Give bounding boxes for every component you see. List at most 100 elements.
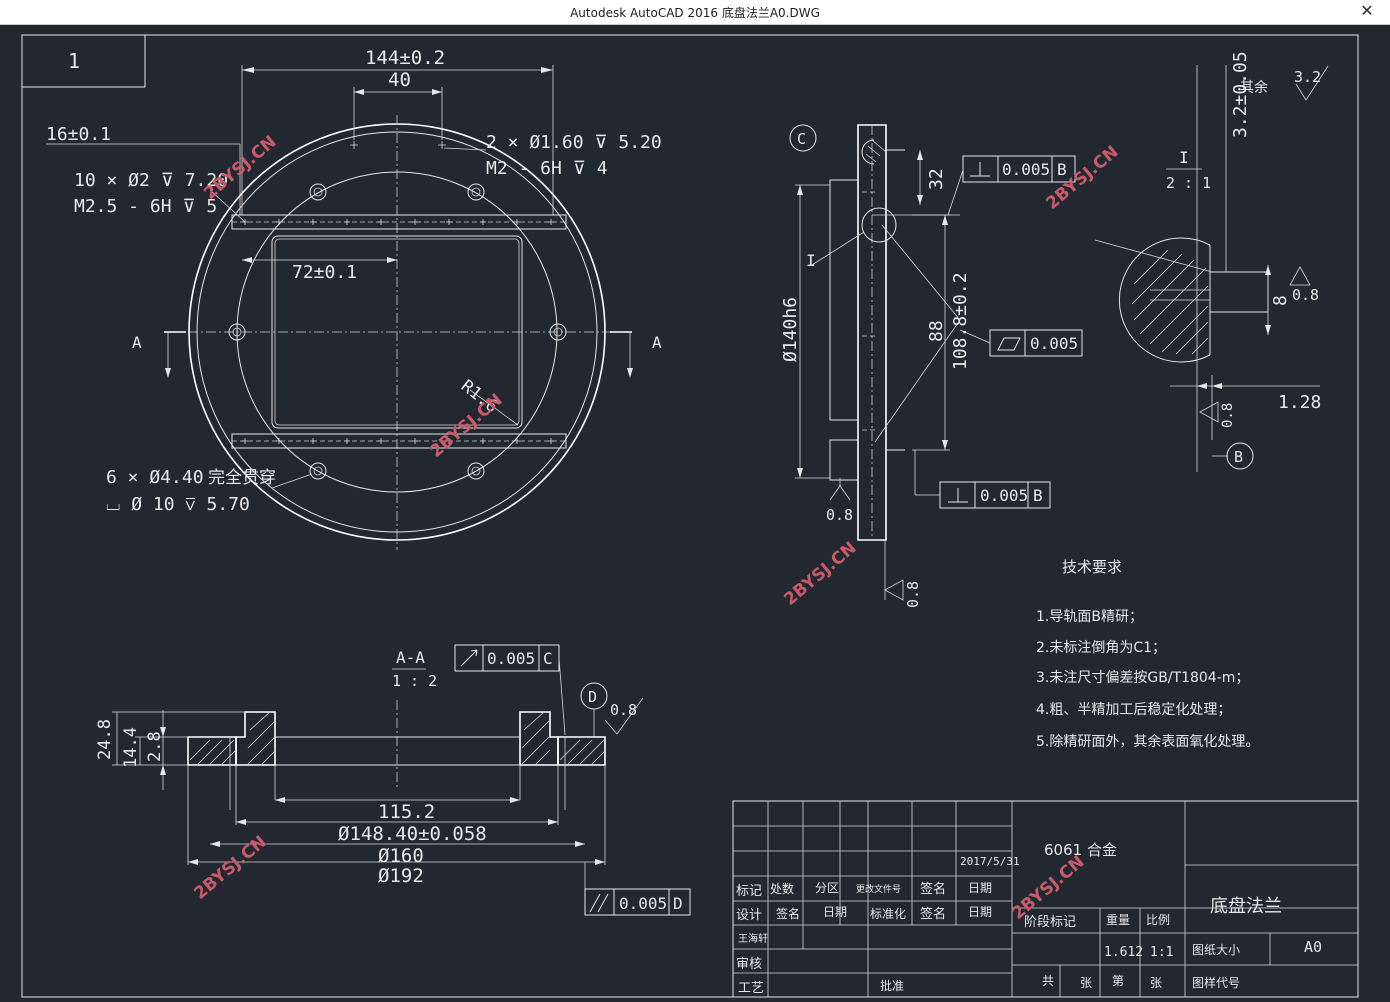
tol-perp-bottom-value: 0.005 [980, 486, 1028, 505]
tb-paper-h: 图纸大小 [1192, 943, 1240, 957]
dim-dia140: Ø140h6 [780, 297, 801, 362]
perpendicular-icon [970, 162, 990, 177]
detail-mark: I [806, 251, 816, 270]
watermark-logo: 2BYSJ.CN [190, 832, 270, 904]
dim-32: 32 [926, 168, 947, 190]
flatness-icon [997, 337, 1021, 351]
close-icon[interactable]: ✕ [1360, 1, 1374, 20]
tol-parallel-value: 0.005 [619, 894, 667, 913]
tb-weight: 1.612 [1104, 945, 1143, 960]
dim-160: Ø160 [378, 845, 424, 867]
sheet-number: 1 [68, 49, 80, 73]
rough-section: 0.8 [610, 701, 637, 719]
detail-scale: 2 : 1 [1166, 174, 1211, 192]
tb-standard: 标准化 [870, 907, 906, 921]
dim-115.2: 115.2 [378, 801, 435, 823]
tb-scale: 1:1 [1150, 945, 1173, 960]
note-holes-2-line2: M2 - 6H ⊽ 4 [486, 158, 608, 179]
roughness-icon [1295, 65, 1329, 101]
rough-side-2: 0.8 [904, 581, 922, 608]
section-hatch [189, 711, 605, 765]
watermark-logo: 2BYSJ.CN [780, 538, 860, 610]
dim-40: 40 [388, 69, 411, 91]
part-name: 底盘法兰 [1210, 896, 1282, 917]
watermark-logo: 2BYSJ.CN [1042, 142, 1122, 214]
tech-title: 技术要求 [1062, 558, 1122, 576]
runout-icon [460, 649, 478, 667]
datum-c: C [797, 130, 806, 148]
tb-scale-h: 比例 [1146, 913, 1170, 927]
tol-perp-bottom-datum: B [1033, 486, 1043, 505]
tol-perp-top-datum: B [1057, 160, 1067, 179]
material: 6061 合金 [1044, 841, 1117, 859]
note-holes-6-line1: 6 × Ø4.40 [106, 467, 204, 488]
sheet-border [21, 34, 1359, 998]
detail-hatch [1131, 249, 1209, 355]
datum-b: B [1234, 448, 1243, 466]
tech-item: 2.未标注倒角为C1； [1036, 640, 1166, 656]
tb-approve: 批准 [880, 978, 904, 993]
window-titlebar: Autodesk AutoCAD 2016 底盘法兰A0.DWG ✕ [0, 0, 1390, 25]
tol-parallel-datum: D [673, 894, 683, 913]
rough-detail-2: 0.8 [1220, 403, 1236, 428]
note-holes-10-line1: 10 × Ø2 ⊽ 7.20 [74, 170, 228, 191]
note-holes-6-through: 完全贯穿 [208, 468, 276, 488]
dim-144: 144±0.2 [365, 47, 445, 69]
watermarks: 2BYSJ.CN 2BYSJ.CN 2BYSJ.CN 2BYSJ.CN 2BYS… [190, 132, 1122, 924]
flange-body [857, 124, 887, 541]
tb-total: 共 [1042, 974, 1054, 988]
dim-192: Ø192 [378, 865, 424, 887]
tol-runout-value: 0.005 [487, 649, 535, 668]
perpendicular-icon [948, 488, 968, 503]
note-holes-2-line1: 2 × Ø1.60 ⊽ 5.20 [486, 132, 662, 153]
side-view: Ø140h6 C I 32 88 108.8±0.2 0.8 0.8 0.005 [780, 124, 1083, 608]
tb-sheet: 张 [1150, 976, 1162, 990]
tech-item: 1.导轨面B精研； [1036, 609, 1143, 625]
rough-detail-1: 0.8 [1292, 286, 1319, 304]
watermark-logo: 2BYSJ.CN [426, 390, 506, 462]
tb-designer: 王海轩 [738, 932, 768, 945]
dim-14.4: 14.4 [121, 727, 141, 768]
section-view: A-A 1 : 2 115.2 Ø148.40±0.058 Ø160 Ø192 … [95, 644, 691, 916]
section-mark-left: A [132, 333, 142, 352]
tb-review: 审核 [736, 957, 762, 972]
tech-item: 3.未注尺寸偏差按GB/T1804-m； [1036, 670, 1249, 686]
dim-16: 16±0.1 [46, 124, 111, 145]
detail-label: I [1179, 148, 1189, 167]
tol-perp-top-value: 0.005 [1002, 160, 1050, 179]
dim-8: 8 [1270, 295, 1291, 306]
section-label: A-A [396, 648, 425, 667]
rough-side-1: 0.8 [826, 506, 853, 524]
dim-72: 72±0.1 [292, 262, 357, 283]
datum-d: D [588, 688, 597, 706]
tb-stage: 阶段标记 [1024, 915, 1076, 930]
section-scale: 1 : 2 [392, 672, 437, 690]
dim-1.28: 1.28 [1278, 392, 1321, 413]
rough-rest-value: 3.2 [1294, 68, 1321, 86]
tb-sheets: 张 [1080, 976, 1092, 990]
dim-148.40: Ø148.40±0.058 [338, 823, 487, 845]
tb-sign3: 签名 [920, 906, 946, 922]
detail-outline [1118, 237, 1211, 363]
tb-sign2: 签名 [776, 906, 800, 921]
rough-rest-label: 其余 [1240, 79, 1268, 96]
detail-circle [861, 207, 897, 243]
tb-no: 第 [1112, 974, 1124, 988]
tech-item: 5.除精研面外，其余表面氧化处理。 [1036, 733, 1259, 750]
tb-design: 设计 [736, 908, 762, 923]
dim-108: 108.8±0.2 [950, 272, 971, 370]
detail-view: I 2 : 1 3.2±0.05 其余 3.2 8 0.8 1.28 0.8 B [1094, 51, 1329, 472]
tb-process: 工艺 [738, 981, 764, 996]
tb-zone: 分区 [815, 881, 839, 895]
tb-doc: 更改文件号 [856, 883, 901, 895]
tech-item: 4.粗、半精加工后稳定化处理； [1036, 702, 1231, 718]
tb-code: 图样代号 [1192, 975, 1240, 990]
tb-date3: 日期 [968, 905, 992, 919]
tol-runout-datum: C [543, 649, 553, 668]
tb-weight-h: 重量 [1106, 913, 1130, 927]
sheet-number-box [21, 34, 146, 88]
tb-date: 日期 [968, 881, 992, 895]
tb-sign: 签名 [920, 881, 946, 897]
tol-flat-value: 0.005 [1030, 334, 1078, 353]
